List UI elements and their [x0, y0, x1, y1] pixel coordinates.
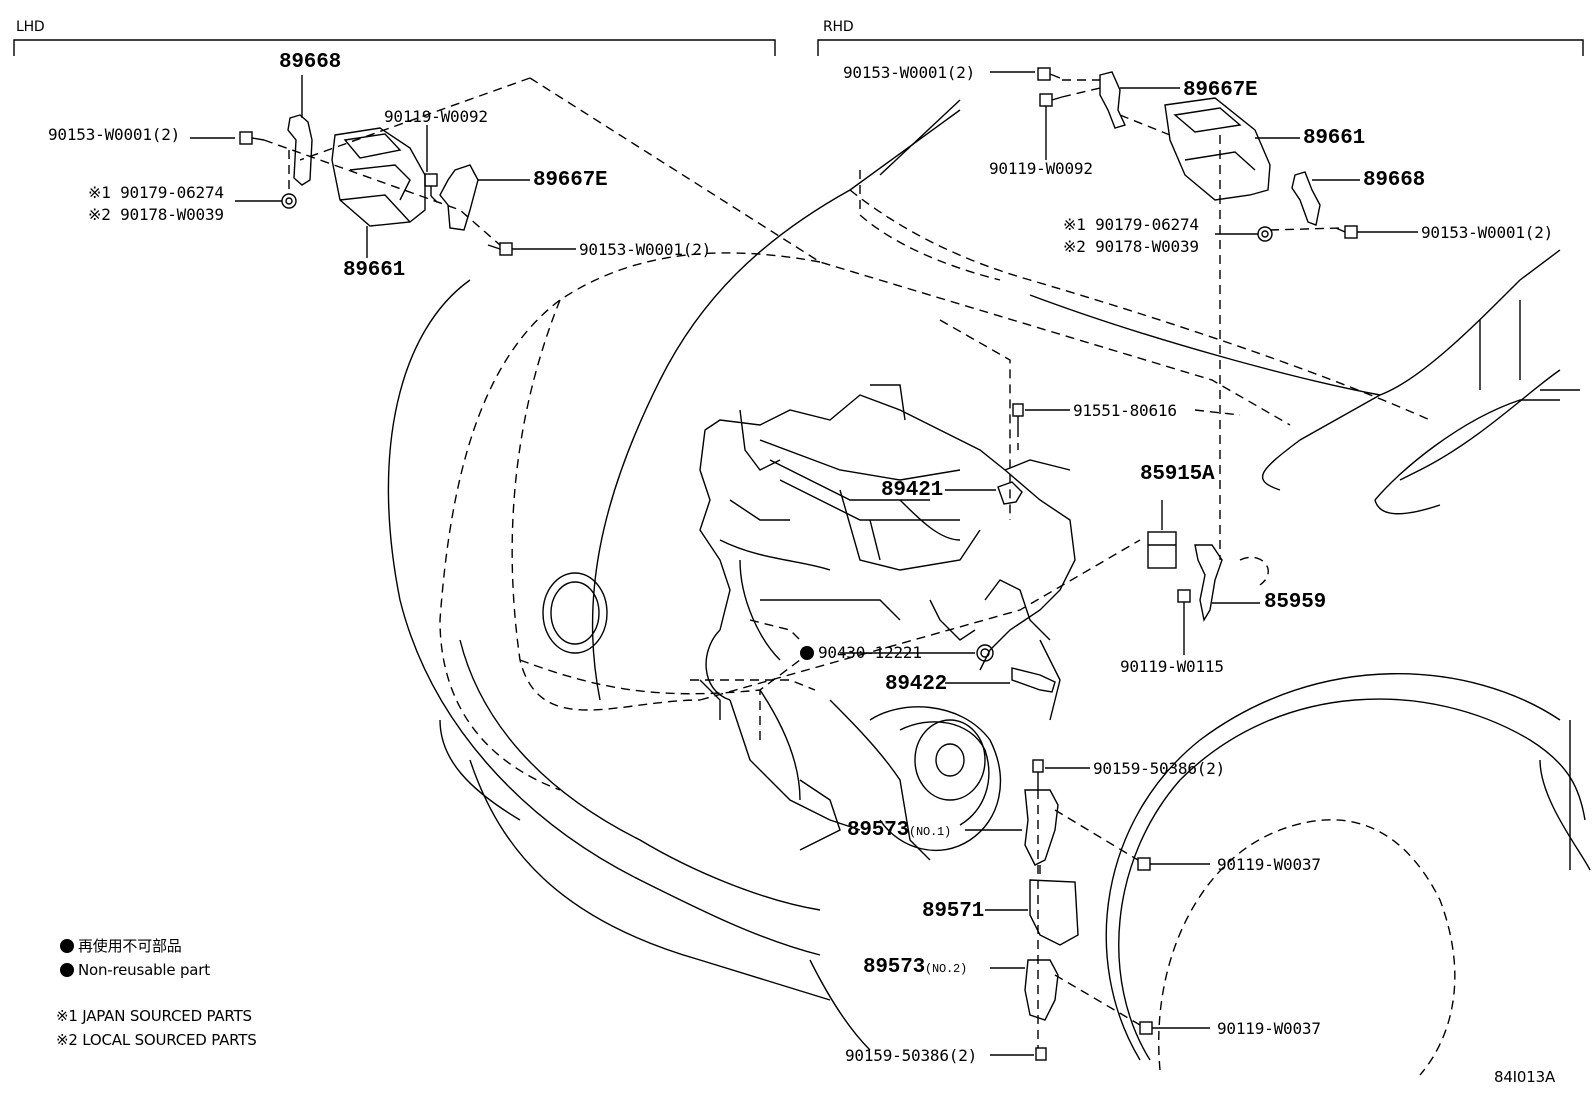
lhd-part-90153-top: 90153-W0001(2) — [48, 125, 181, 144]
part-90159-50386-lower: 90159-50386(2) — [845, 1046, 978, 1065]
lhd-bracket — [13, 39, 776, 56]
legend-note2: ※2 LOCAL SOURCED PARTS — [56, 1031, 257, 1049]
figure-id: 84I013A — [1494, 1068, 1556, 1086]
part-90430-12221-number: 90430-12221 — [818, 643, 922, 662]
legend-note1: ※1 JAPAN SOURCED PARTS — [56, 1007, 252, 1025]
rhd-bracket — [817, 39, 1584, 56]
part-85959: 85959 — [1264, 591, 1327, 614]
rhd-part-90153-right: 90153-W0001(2) — [1421, 223, 1554, 242]
part-90119-w0037-upper: 90119-W0037 — [1217, 855, 1321, 874]
legend-jp-text: 再使用不可部品 — [78, 937, 182, 955]
lhd-part-89668: 89668 — [279, 51, 342, 74]
part-89573-no2: 89573(NO.2) — [863, 957, 967, 980]
vehicle-body-solid — [387, 99, 1580, 1051]
non-reusable-mark-icon — [800, 646, 814, 660]
part-89421: 89421 — [881, 479, 944, 502]
rhd-part-89661: 89661 — [1303, 127, 1366, 150]
engine-sensor-parts — [840, 403, 1269, 1061]
vehicle-body-outline — [299, 77, 1431, 791]
part-89573-no1-number: 89573 — [847, 819, 910, 842]
part-90159-50386-upper: 90159-50386(2) — [1093, 759, 1226, 778]
legend-en: Non-reusable part — [60, 961, 210, 979]
legend-en-text: Non-reusable part — [78, 961, 210, 979]
section-label-rhd: RHD — [823, 19, 854, 35]
rhd-part-89667e: 89667E — [1183, 79, 1258, 102]
part-89573-no1-suffix: (NO.1) — [909, 825, 952, 839]
part-89571: 89571 — [922, 900, 985, 923]
part-90119-w0115: 90119-W0115 — [1120, 657, 1224, 676]
part-90430-12221: 90430-12221 — [800, 644, 922, 662]
lhd-part-90119-w0092: 90119-W0092 — [384, 107, 488, 126]
part-89573-no2-suffix: (NO.2) — [925, 962, 968, 976]
part-89573-no2-number: 89573 — [863, 956, 926, 979]
part-89573-no1: 89573(NO.1) — [847, 820, 951, 843]
wheel-arch — [1105, 672, 1591, 1076]
engine-assembly — [690, 384, 1076, 861]
lhd-note1-nut: ※1 90179-06274 — [88, 183, 224, 202]
lhd-part-90153-bottom: 90153-W0001(2) — [579, 240, 712, 259]
rhd-ecu-group — [990, 67, 1418, 242]
lhd-part-89667e: 89667E — [533, 169, 608, 192]
rhd-part-90153-top: 90153-W0001(2) — [843, 63, 976, 82]
part-89422: 89422 — [885, 673, 948, 696]
lhd-ecu-group — [190, 75, 576, 258]
part-90119-w0037-lower: 90119-W0037 — [1217, 1019, 1321, 1038]
legend-dot-icon — [60, 939, 74, 953]
part-85915a: 85915A — [1140, 463, 1215, 486]
rhd-part-90119-w0092: 90119-W0092 — [989, 159, 1093, 178]
legend-dot-icon — [60, 963, 74, 977]
legend-jp: 再使用不可部品 — [60, 937, 182, 955]
part-91551-80616: 91551-80616 — [1073, 401, 1177, 420]
section-label-lhd: LHD — [16, 19, 45, 35]
rhd-note2-nut: ※2 90178-W0039 — [1063, 237, 1199, 256]
lhd-part-89661: 89661 — [343, 259, 406, 282]
rhd-part-89668: 89668 — [1363, 169, 1426, 192]
rhd-note1-nut: ※1 90179-06274 — [1063, 215, 1199, 234]
lhd-note2-nut: ※2 90178-W0039 — [88, 205, 224, 224]
